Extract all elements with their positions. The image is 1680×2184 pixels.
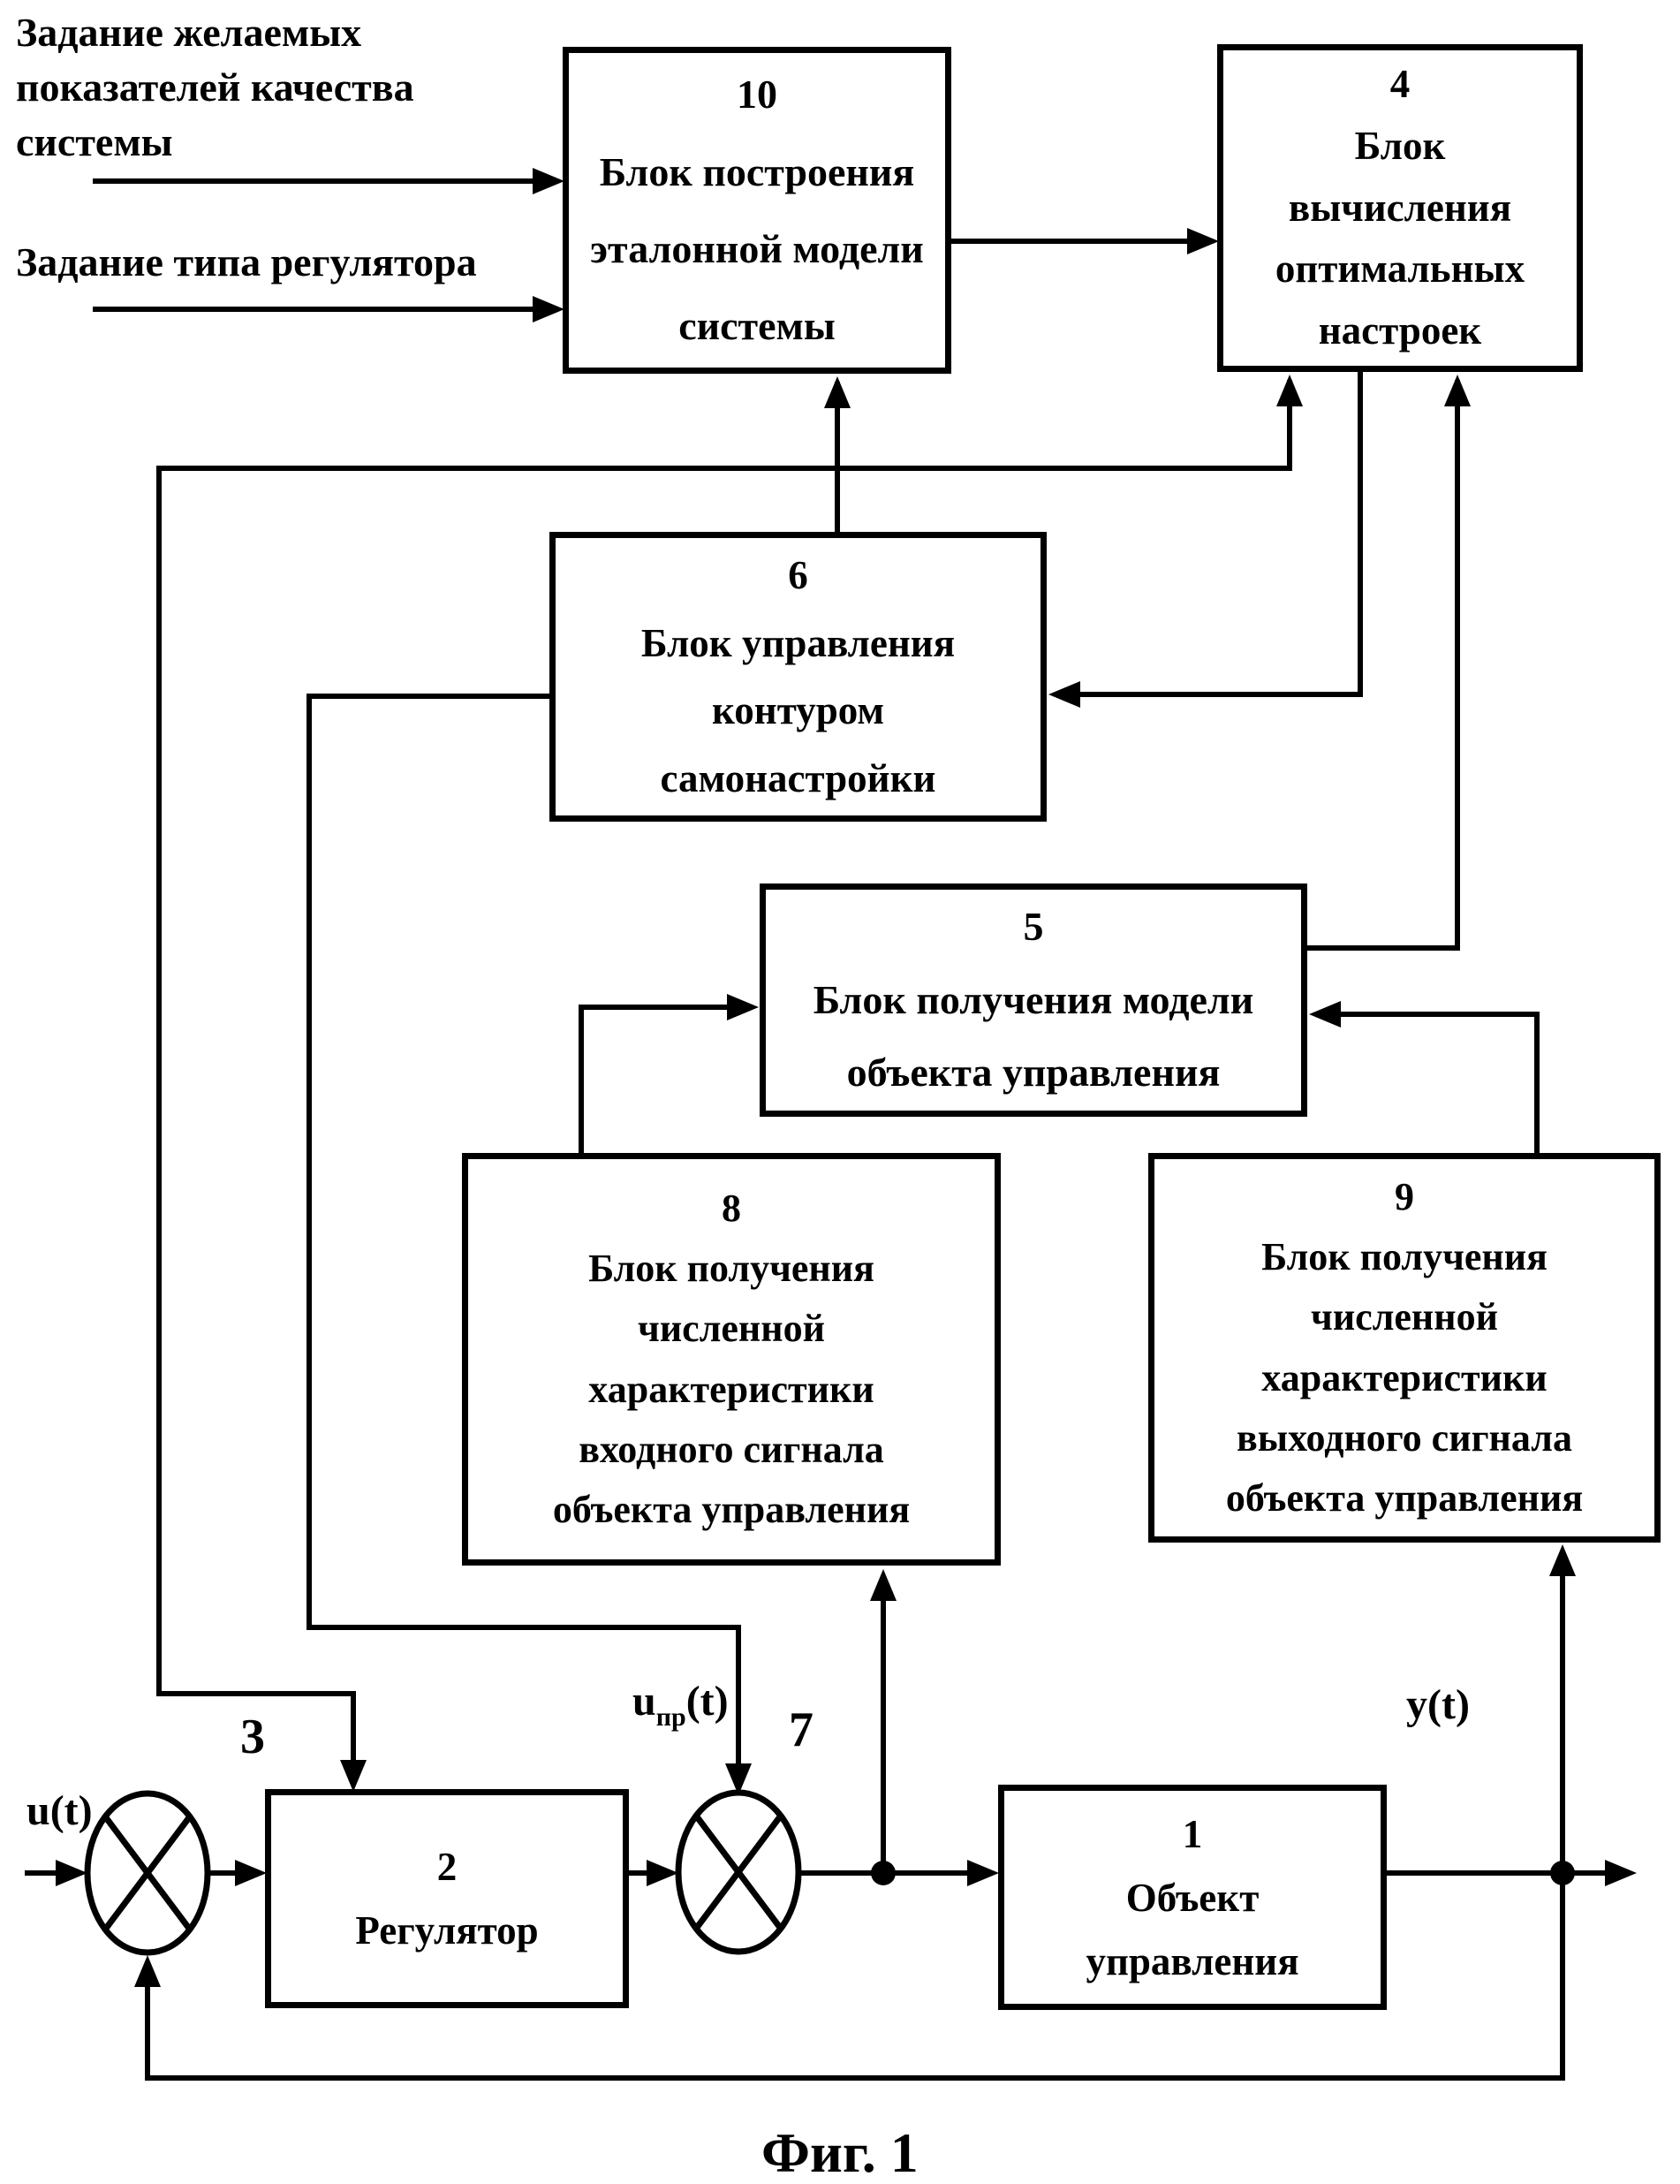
arrowhead-bus-to-b2: [340, 1760, 367, 1792]
block-5-number: 5: [1023, 903, 1044, 949]
tap-dot-b8: [871, 1861, 896, 1885]
block-1-control-object: 1 Объект управления: [998, 1785, 1387, 2010]
wire-b6-to-j7: [306, 694, 741, 1788]
block-4-line1: Блок: [1354, 123, 1446, 168]
block-8-input-signal-characteristic: 8 Блок получения численной характеристик…: [462, 1153, 1001, 1566]
block-4-number: 4: [1389, 62, 1411, 107]
block-9-line5: объекта управления: [1225, 1475, 1584, 1520]
block-6-line2: контуром: [711, 688, 885, 732]
block-6-selftuning-loop-control: 6 Блок управления контуром самонастройки: [549, 532, 1047, 822]
junction-3-number: 3: [240, 1710, 265, 1764]
signal-label-u-pr-base: u: [632, 1678, 656, 1725]
arrowhead-upr-to-j7: [725, 1763, 752, 1795]
block-9-line3: характеристики: [1261, 1355, 1548, 1399]
input-label-task-quality: Задание желаемых показателей качества си…: [16, 5, 414, 170]
arrowhead-b5-to-b4: [1444, 375, 1471, 406]
signal-label-u-pr-rest: (t): [685, 1678, 729, 1725]
arrowhead-b4-to-b6: [1048, 681, 1080, 708]
block-6-line3: самонастройки: [660, 755, 936, 800]
signal-label-u-pr-sub: пр: [655, 1702, 686, 1732]
block-4-line2: вычисления: [1288, 185, 1512, 230]
wire-b8-to-b5: [579, 1005, 752, 1153]
arrowhead-u-input: [56, 1860, 87, 1886]
signal-label-u: u(t): [26, 1787, 93, 1834]
block-9-line1: Блок получения: [1261, 1235, 1548, 1279]
tap-dot-b9: [1550, 1861, 1575, 1885]
signal-label-y: y(t): [1406, 1681, 1470, 1728]
arrowhead-j7-to-b1: [967, 1860, 999, 1886]
arrowhead-b1-output: [1605, 1860, 1637, 1886]
block-10-number: 10: [737, 72, 777, 118]
block-4-line3: оптимальных: [1275, 246, 1525, 292]
block-1-number: 1: [1182, 1811, 1203, 1856]
arrowhead-b8-to-b5: [727, 994, 759, 1020]
arrowhead-j3-to-b2: [235, 1860, 267, 1886]
arrowhead-b2-to-j7: [647, 1860, 678, 1886]
input-label-task-regulator: Задание типа регулятора: [16, 239, 477, 284]
block-5-line1: Блок получения модели: [813, 976, 1254, 1022]
wire-b4-to-b6: [1055, 372, 1363, 697]
block-8-number: 8: [722, 1186, 741, 1230]
figure-caption: Фиг. 1: [761, 2121, 919, 2184]
block-4-line4: настроек: [1318, 308, 1482, 353]
junction-7-diagonal-2: [693, 1813, 783, 1931]
block-4-optimal-settings-calculator: 4 Блок вычисления оптимальных настроек: [1217, 44, 1583, 372]
arrowhead-tap-to-b9: [1549, 1544, 1576, 1576]
block-2-number: 2: [436, 1845, 458, 1889]
block-8-line4: входного сигнала: [579, 1427, 884, 1471]
wire-bus-to-regulator: [156, 380, 1292, 1785]
arrowhead-tap-to-b8: [870, 1569, 897, 1601]
junction-7-number: 7: [789, 1702, 814, 1757]
block-9-line4: выходного сигнала: [1237, 1415, 1572, 1460]
block-10-line3: системы: [678, 303, 836, 349]
block-2-regulator: 2 Регулятор: [265, 1789, 629, 2008]
arrowhead-task-regulator: [533, 296, 564, 322]
block-10-reference-model-builder: 10 Блок построения эталонной модели сист…: [563, 47, 951, 374]
arrowhead-b10-to-b4: [1187, 228, 1219, 254]
arrowhead-bus-to-b4: [1276, 375, 1303, 406]
block-1-line1: Объект: [1125, 1875, 1260, 1920]
input-label-task-quality-line2: показателей качества: [16, 64, 414, 110]
block-1-line2: управления: [1086, 1938, 1299, 1983]
block-5-plant-model-builder: 5 Блок получения модели объекта управлен…: [760, 883, 1307, 1117]
arrowhead-b9-to-b5: [1309, 1001, 1341, 1028]
block-9-line2: численной: [1311, 1295, 1498, 1339]
block-2-line1: Регулятор: [355, 1908, 539, 1953]
junction-3-diagonal-2: [102, 1814, 193, 1932]
wire-b9-to-b5: [1316, 1012, 1540, 1153]
block-5-line2: объекта управления: [846, 1050, 1221, 1096]
block-8-line3: характеристики: [588, 1367, 874, 1411]
block-8-line5: объекта управления: [552, 1487, 911, 1531]
arrowhead-b6-to-b10: [824, 376, 851, 408]
arrowhead-task-quality: [533, 168, 564, 194]
signal-label-u-pr: uпр(t): [632, 1677, 729, 1733]
block-9-output-signal-characteristic: 9 Блок получения численной характеристик…: [1148, 1153, 1661, 1543]
block-9-number: 9: [1395, 1174, 1414, 1218]
wire-feedback-y: [145, 1873, 1565, 2081]
block-8-line2: численной: [638, 1307, 825, 1351]
block-6-line1: Блок управления: [640, 620, 956, 665]
block-10-line1: Блок построения: [599, 148, 915, 194]
arrowhead-feedback-to-j3: [134, 1955, 161, 1987]
input-label-task-quality-line3: системы: [16, 119, 173, 164]
block-6-number: 6: [788, 553, 808, 597]
wire-b5-to-b4: [1307, 380, 1460, 951]
input-label-task-quality-line1: Задание желаемых: [16, 10, 362, 55]
block-8-line1: Блок получения: [588, 1247, 874, 1291]
block-10-line2: эталонной модели: [590, 226, 924, 271]
